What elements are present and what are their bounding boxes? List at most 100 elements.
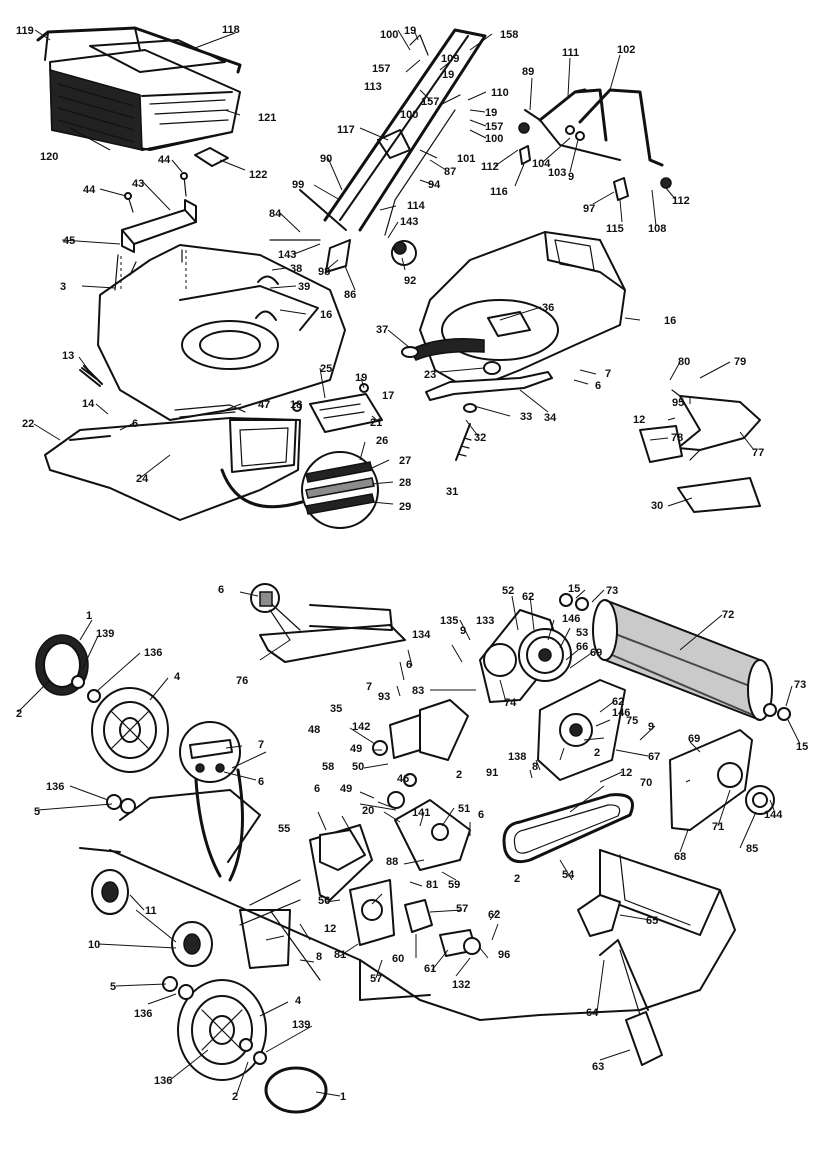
callout-30: 30 [651, 500, 663, 512]
roller [559, 593, 791, 722]
callout-110: 110 [491, 87, 509, 99]
callout-133: 133 [476, 615, 494, 627]
callout-39: 39 [298, 281, 310, 293]
callout-73b: 73 [794, 679, 806, 691]
callout-84: 84 [269, 208, 282, 220]
callout-157c: 157 [485, 121, 503, 133]
callout-89: 89 [522, 66, 534, 78]
callout-69a: 69 [590, 647, 602, 659]
leader-lines [17, 29, 801, 1097]
callout-18: 18 [290, 399, 302, 411]
callout-157a: 157 [372, 63, 390, 75]
callout-116: 116 [490, 186, 508, 198]
callout-62b: 62 [522, 591, 534, 603]
callout-80: 80 [678, 356, 690, 368]
callout-136c: 136 [134, 1008, 152, 1020]
mower-deck [97, 244, 346, 421]
callout-54: 54 [562, 869, 575, 881]
callout-59: 59 [448, 879, 460, 891]
callout-136d: 136 [154, 1075, 172, 1087]
callout-93: 93 [378, 691, 390, 703]
callout-112b: 112 [672, 195, 690, 207]
callout-13: 13 [62, 350, 74, 362]
callout-100a: 100 [380, 29, 398, 41]
callout-132: 132 [452, 979, 470, 991]
wheel-lower [177, 979, 267, 1081]
callout-14: 14 [82, 398, 95, 410]
drive-belt [502, 793, 634, 864]
callout-104: 104 [532, 158, 551, 170]
callout-100b: 100 [400, 109, 418, 121]
callout-102: 102 [617, 44, 635, 56]
callout-136a: 136 [144, 647, 162, 659]
callout-11: 11 [145, 905, 157, 917]
callout-19a: 19 [355, 372, 367, 384]
callout-6f: 6 [478, 809, 484, 821]
callout-157b: 157 [421, 96, 439, 108]
callout-45: 45 [63, 235, 75, 247]
callout-2d: 2 [594, 747, 600, 759]
callout-83: 83 [412, 685, 424, 697]
callout-68: 68 [674, 851, 686, 863]
callout-23: 23 [424, 369, 436, 381]
callout-120: 120 [40, 151, 58, 163]
callout-81a: 81 [426, 879, 438, 891]
callout-22: 22 [22, 418, 34, 430]
callout-69b: 69 [688, 733, 700, 745]
guard-76 [250, 583, 406, 663]
pulley-and-lever [577, 894, 663, 1066]
callout-85: 85 [746, 843, 758, 855]
callout-95: 95 [672, 397, 684, 409]
callout-146a: 146 [562, 613, 580, 625]
callout-146b: 146 [612, 707, 630, 719]
callout-2b: 2 [232, 1091, 238, 1103]
callout-28: 28 [399, 477, 411, 489]
callout-19d: 19 [485, 107, 497, 119]
callout-38: 38 [290, 263, 302, 275]
callout-5a: 5 [34, 806, 40, 818]
callout-78: 78 [671, 432, 683, 444]
callout-6d: 6 [258, 776, 264, 788]
callout-8b: 8 [532, 761, 538, 773]
callout-labels: 119 118 121 120 44 122 44 43 45 3 38 39 … [16, 24, 808, 1103]
callout-31: 31 [446, 486, 458, 498]
callout-19c: 19 [442, 69, 454, 81]
callout-139a: 139 [96, 628, 114, 640]
callout-44a: 44 [158, 154, 171, 166]
callout-121: 121 [258, 112, 276, 124]
detail-zoom-fixing [179, 721, 244, 882]
callout-64: 64 [586, 1007, 599, 1019]
callout-97: 97 [583, 203, 595, 215]
callout-112a: 112 [481, 161, 499, 173]
callout-15a: 15 [568, 583, 580, 595]
callout-6g: 6 [406, 659, 412, 671]
callout-77: 77 [752, 447, 764, 459]
callout-135: 135 [440, 615, 458, 627]
callout-75: 75 [626, 715, 638, 727]
callout-144: 144 [764, 809, 783, 821]
callout-61: 61 [424, 963, 436, 975]
callout-6e: 6 [314, 783, 320, 795]
callout-12a: 12 [633, 414, 645, 426]
callout-70: 70 [640, 777, 652, 789]
callout-136b: 136 [46, 781, 64, 793]
callout-33: 33 [520, 411, 532, 423]
callout-62c: 62 [612, 696, 624, 708]
callout-32: 32 [474, 432, 486, 444]
callout-37: 37 [376, 324, 388, 336]
detail-zoom-blade [220, 451, 379, 529]
callout-16a: 16 [320, 309, 332, 321]
callout-27: 27 [399, 455, 411, 467]
callout-72: 72 [722, 609, 734, 621]
wheel-upper [91, 687, 169, 773]
callout-109: 109 [441, 53, 459, 65]
callout-118: 118 [222, 24, 240, 36]
callout-115: 115 [606, 223, 624, 235]
callout-91: 91 [486, 767, 498, 779]
callout-81b: 81 [334, 949, 346, 961]
callout-49a: 49 [350, 743, 362, 755]
callout-6a: 6 [132, 418, 138, 430]
callout-103: 103 [548, 167, 566, 179]
callout-17: 17 [382, 390, 394, 402]
